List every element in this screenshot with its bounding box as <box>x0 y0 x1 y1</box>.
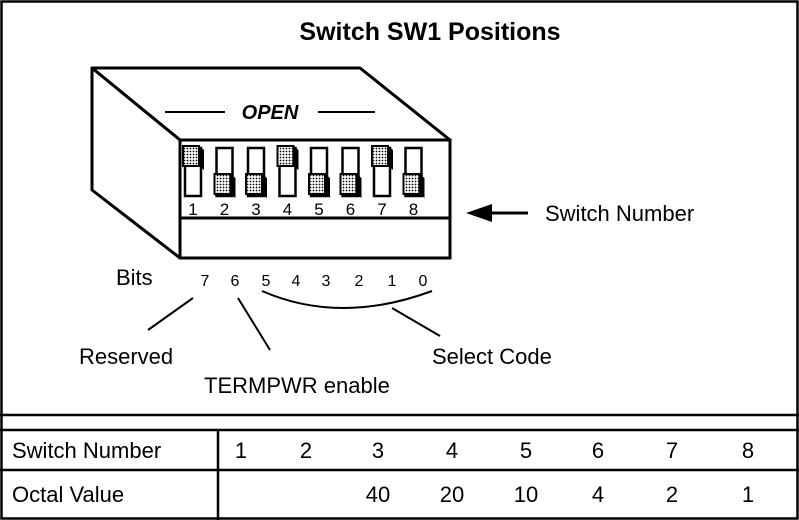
bit-number-4: 4 <box>292 273 301 290</box>
dip-switch-8: 8 <box>402 146 425 219</box>
switch-actuator <box>402 173 421 195</box>
select-code-label: Select Code <box>432 344 552 369</box>
table-cell-octal-value: 20 <box>440 482 464 507</box>
dip-switch-6: 6 <box>339 146 362 219</box>
dip-switch-1: 1 <box>182 145 204 219</box>
bit-number-2: 2 <box>355 273 364 290</box>
switch-actuator <box>339 173 358 195</box>
table-cell-switch-number: 5 <box>520 438 532 463</box>
select-code-brace <box>261 290 433 309</box>
table-cell-octal-value: 1 <box>742 482 754 507</box>
table-cells: 1 2 3 4 5 6 7 8 40 20 10 4 2 1 <box>235 438 754 507</box>
reserved-leader <box>147 297 194 331</box>
switch-actuator <box>213 173 232 195</box>
dip-switch-5: 5 <box>308 146 330 219</box>
switch-actuator-shadow <box>230 174 236 198</box>
table-row-header-switch-number: Switch Number <box>12 438 161 463</box>
switch-number-1: 1 <box>188 200 197 219</box>
dip-switch-7: 7 <box>371 145 393 219</box>
select-code-leader <box>391 307 441 337</box>
bit-number-0: 0 <box>419 273 428 290</box>
bit-number-6: 6 <box>231 273 240 290</box>
table-row-header-octal-value: Octal Value <box>12 482 124 507</box>
table-cell-octal-value: 4 <box>592 482 604 507</box>
switch-number-4: 4 <box>283 200 292 219</box>
switch-actuator-shadow <box>293 146 299 170</box>
switch-actuator-shadow <box>325 174 330 198</box>
switch-number-label: Switch Number <box>545 201 694 226</box>
table-cell-octal-value: 40 <box>366 482 390 507</box>
switch-number-8: 8 <box>409 200 418 219</box>
switch-actuator-shadow <box>388 146 393 170</box>
reserved-label: Reserved <box>79 344 173 369</box>
dip-switch-4: 4 <box>276 145 299 219</box>
switch-actuator <box>308 173 326 195</box>
table-cell-switch-number: 2 <box>300 438 312 463</box>
termpwr-leader <box>237 297 271 351</box>
switch-number-6: 6 <box>346 200 355 219</box>
table-cell-switch-number: 6 <box>592 438 604 463</box>
open-label: OPEN <box>242 102 299 124</box>
bit-numbers: 7 6 5 4 3 2 1 0 <box>201 273 428 290</box>
table-cell-octal-value: 2 <box>666 482 678 507</box>
switch-number-3: 3 <box>251 200 260 219</box>
diagram-title: Switch SW1 Positions <box>299 18 560 46</box>
dip-switch-3: 3 <box>245 146 267 219</box>
termpwr-label: TERMPWR enable <box>204 373 390 398</box>
switch-number-2: 2 <box>220 200 229 219</box>
switch-actuator <box>245 173 263 195</box>
switch-actuator <box>276 145 295 167</box>
table-cell-switch-number: 4 <box>446 438 458 463</box>
bits-label: Bits <box>116 265 153 290</box>
switch-number-arrowhead <box>466 204 492 222</box>
switch-number-5: 5 <box>314 200 323 219</box>
switch-number-pointer: Switch Number <box>466 201 694 226</box>
table-cell-switch-number: 7 <box>666 438 678 463</box>
octal-value-table: Switch Number Octal Value 1 2 3 4 5 6 7 8 40 20 10… <box>0 413 799 520</box>
switch-actuator <box>182 145 200 167</box>
switch-actuator-shadow <box>356 174 362 198</box>
switch-actuator-shadow <box>199 146 204 170</box>
bit-number-5: 5 <box>262 273 271 290</box>
switch-number-7: 7 <box>377 200 386 219</box>
bit-number-1: 1 <box>388 273 397 290</box>
table-cell-switch-number: 3 <box>372 438 384 463</box>
switch-actuator-shadow <box>262 174 267 198</box>
table-cell-switch-number: 1 <box>235 438 247 463</box>
dip-switch-2: 2 <box>213 146 236 219</box>
switch-front-base <box>178 216 452 260</box>
switch-levers: 1 2 3 4 5 6 7 8 <box>182 145 425 219</box>
bit-number-3: 3 <box>322 273 331 290</box>
switch-actuator-shadow <box>419 174 425 198</box>
table-cell-switch-number: 8 <box>742 438 754 463</box>
bit-number-7: 7 <box>201 273 210 290</box>
switch-actuator <box>371 145 389 167</box>
table-cell-octal-value: 10 <box>514 482 538 507</box>
dip-switch-block: OPEN 1 2 3 4 5 6 7 8 <box>90 66 452 260</box>
